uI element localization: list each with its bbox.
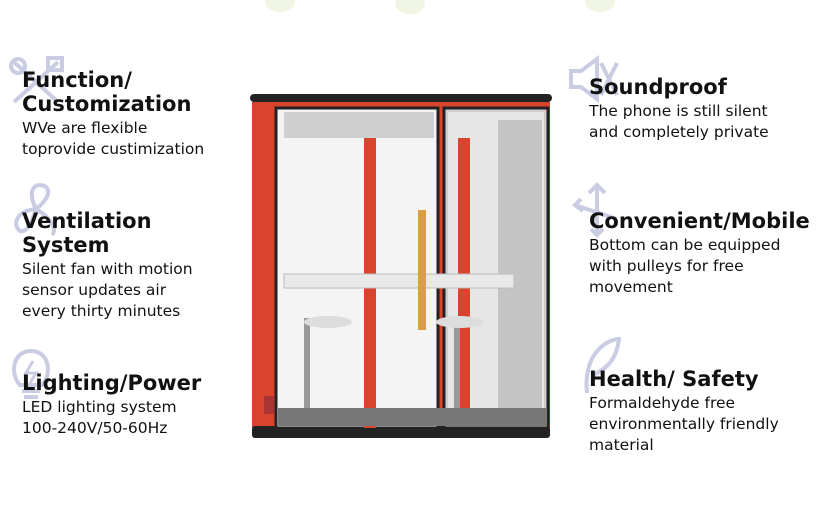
feature-title: Convenient/Mobile bbox=[589, 209, 810, 233]
decor-dot bbox=[395, 0, 425, 14]
decor-dot bbox=[265, 0, 295, 12]
move-arrows-icon bbox=[571, 182, 618, 238]
feature-title: Lighting/Power bbox=[22, 371, 202, 395]
feature-title: Soundproof bbox=[589, 75, 727, 99]
feature-title: Health/ Safety bbox=[589, 367, 759, 391]
tools-icon bbox=[9, 56, 64, 104]
feature-convenient-mobile: Convenient/Mobile Bottom can be equipped… bbox=[571, 182, 810, 298]
decor-dot bbox=[585, 0, 615, 12]
fan-icon bbox=[14, 183, 56, 237]
lightbulb-icon bbox=[12, 348, 50, 399]
feature-ventilation: Ventilation System Silent fan with motio… bbox=[14, 183, 193, 322]
feature-function-customization: Function/ Customization WVe are flexible… bbox=[9, 56, 205, 160]
feature-title: Function/ Customization bbox=[22, 68, 192, 116]
feature-title: Ventilation System bbox=[22, 209, 152, 257]
phone-booth-image bbox=[248, 90, 554, 442]
mute-speaker-icon bbox=[569, 55, 619, 103]
leaf-icon bbox=[584, 336, 622, 394]
